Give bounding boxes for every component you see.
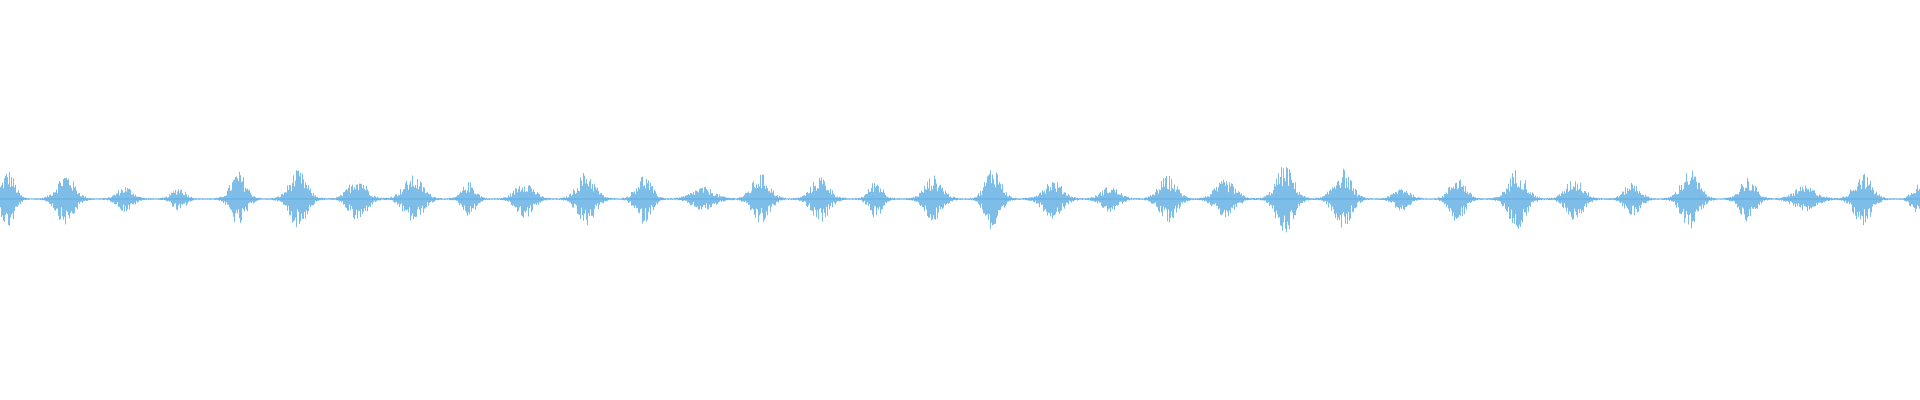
waveform-trace — [0, 166, 1920, 233]
waveform-samples — [0, 166, 1920, 233]
